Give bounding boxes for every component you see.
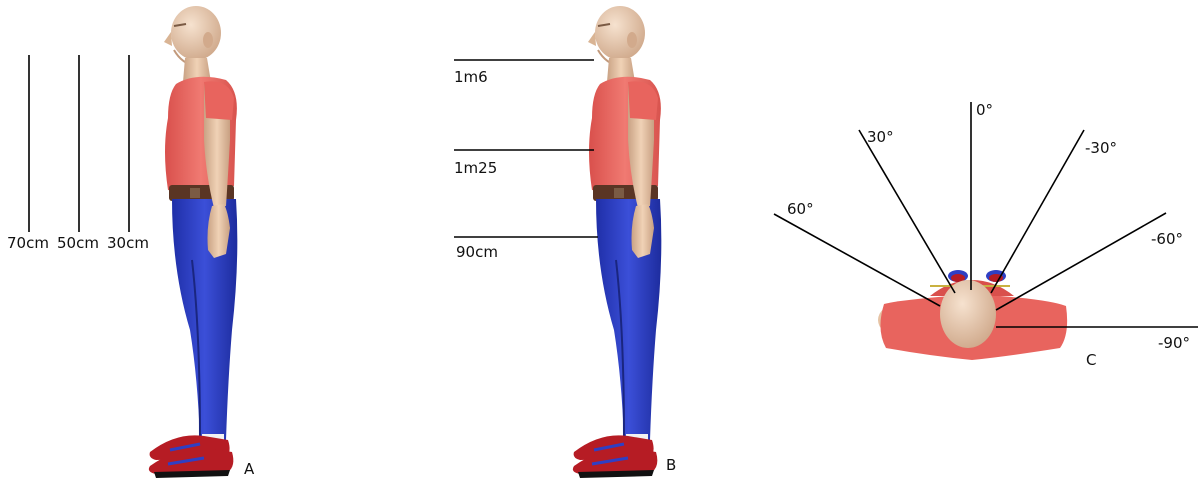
angle-line-minus-60 <box>996 213 1166 310</box>
height-label-1m6: 1m6 <box>454 68 488 86</box>
panel-label-b: B <box>666 456 676 474</box>
panel-label-c: C <box>1086 351 1096 369</box>
distance-label-70cm: 70cm <box>7 234 49 252</box>
angle-label-minus-90: -90° <box>1158 334 1190 352</box>
panel-b: 1m6 1m25 90cm B <box>454 6 676 478</box>
person-top-view <box>878 270 1067 360</box>
panel-c: 0° 30° -30° 60° -60° -90° C <box>774 101 1198 369</box>
distance-label-50cm: 50cm <box>57 234 99 252</box>
angle-label-0: 0° <box>976 101 993 119</box>
angle-label-60: 60° <box>787 200 814 218</box>
panel-label-a: A <box>244 460 255 478</box>
angle-label-30: 30° <box>867 128 894 146</box>
angle-line-60 <box>774 214 940 306</box>
angle-label-minus-30: -30° <box>1085 139 1117 157</box>
person-side-view-b <box>573 6 661 478</box>
panel-a: 70cm 50cm 30cm A <box>7 6 255 478</box>
height-label-1m25: 1m25 <box>454 159 497 177</box>
distance-label-30cm: 30cm <box>107 234 149 252</box>
person-side-view-a <box>149 6 237 478</box>
angle-label-minus-60: -60° <box>1151 230 1183 248</box>
height-label-90cm: 90cm <box>456 243 498 261</box>
